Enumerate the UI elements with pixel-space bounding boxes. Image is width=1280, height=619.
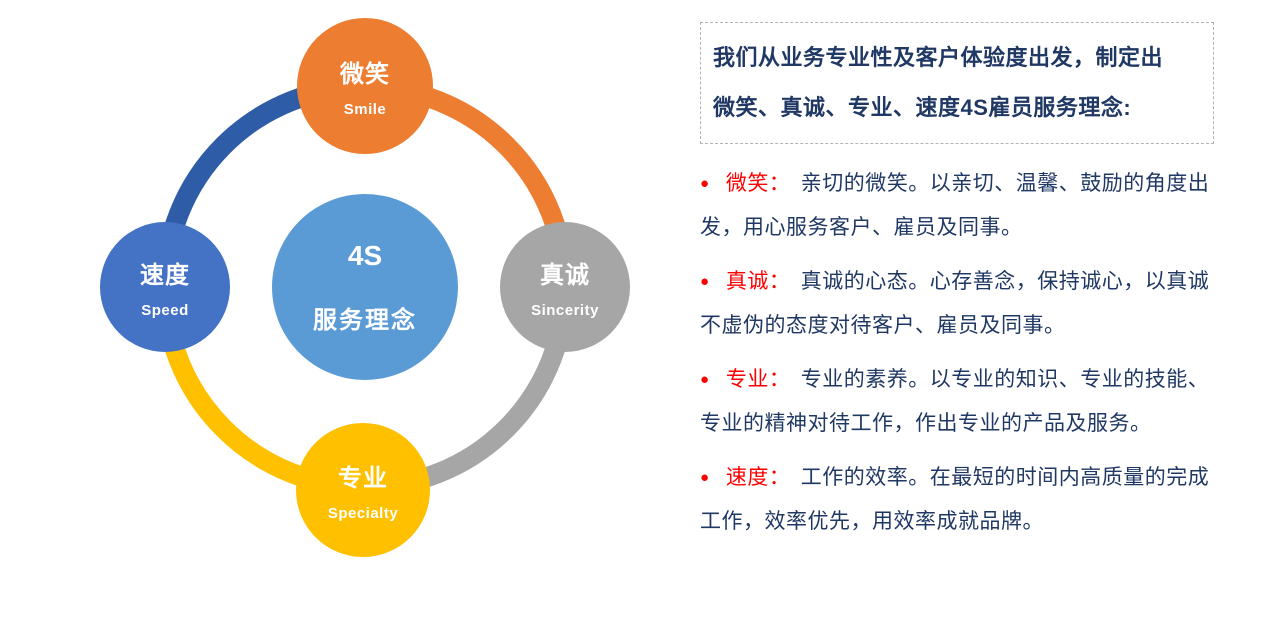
node-sincerity-label-en: Sincerity: [531, 302, 599, 319]
bullet-dot-icon: ●: [700, 469, 710, 486]
bullet-item-sincerity: ● 真诚： 真诚的心态。心存善念，保持诚心，以真诚不虚伪的态度对待客户、雇员及同…: [700, 260, 1214, 348]
bullet-keyword: 专业：: [725, 368, 791, 391]
4s-service-diagram: 4S 服务理念 微笑 Smile 真诚 Sincerity 专业 Special…: [100, 18, 630, 557]
bullet-text: 工作的效率。在最短的时间内高质量的完成工作，效率优先，用效率成就品牌。: [700, 466, 1210, 533]
intro-line-2: 微笑、真诚、专业、速度4S雇员服务理念:: [713, 95, 1132, 120]
node-specialty-label-zh: 专业: [338, 465, 388, 492]
bullet-dot-icon: ●: [700, 273, 710, 290]
node-speed: 速度 Speed: [100, 222, 230, 352]
center-node-title: 4S: [347, 239, 383, 271]
bullet-text: 真诚的心态。心存善念，保持诚心，以真诚不虚伪的态度对待客户、雇员及同事。: [700, 270, 1210, 337]
bullet-dot-icon: ●: [700, 371, 710, 388]
bullet-keyword: 真诚：: [725, 270, 791, 293]
bullet-text: 专业的素养。以专业的知识、专业的技能、专业的精神对待工作，作出专业的产品及服务。: [700, 368, 1210, 435]
bullet-keyword: 速度：: [725, 466, 791, 489]
node-smile: 微笑 Smile: [297, 18, 433, 154]
center-node-subtitle: 服务理念: [313, 306, 417, 334]
node-specialty-label-en: Specialty: [327, 505, 399, 522]
node-speed-label-zh: 速度: [140, 262, 190, 289]
node-sincerity: 真诚 Sincerity: [500, 222, 630, 352]
bullet-item-smile: ● 微笑： 亲切的微笑。以亲切、温馨、鼓励的角度出发，用心服务客户、雇员及同事。: [700, 162, 1214, 250]
bullet-keyword: 微笑：: [725, 172, 791, 195]
node-speed-label-en: Speed: [141, 302, 189, 319]
node-specialty: 专业 Specialty: [296, 423, 430, 557]
intro-box: 我们从业务专业性及客户体验度出发，制定出 微笑、真诚、专业、速度4S雇员服务理念…: [700, 22, 1214, 144]
bullet-text: 亲切的微笑。以亲切、温馨、鼓励的角度出发，用心服务客户、雇员及同事。: [700, 172, 1210, 239]
bullet-item-specialty: ● 专业： 专业的素养。以专业的知识、专业的技能、专业的精神对待工作，作出专业的…: [700, 358, 1214, 446]
bullet-list: ● 微笑： 亲切的微笑。以亲切、温馨、鼓励的角度出发，用心服务客户、雇员及同事。…: [700, 162, 1214, 544]
intro-line-1: 我们从业务专业性及客户体验度出发，制定出: [713, 45, 1164, 70]
node-smile-label-en: Smile: [343, 101, 387, 118]
bullet-item-speed: ● 速度： 工作的效率。在最短的时间内高质量的完成工作，效率优先，用效率成就品牌…: [700, 456, 1214, 544]
center-node: 4S 服务理念: [272, 194, 458, 380]
node-sincerity-label-zh: 真诚: [540, 262, 590, 289]
node-smile-label-zh: 微笑: [340, 61, 390, 88]
bullet-dot-icon: ●: [700, 175, 710, 192]
description-panel: 我们从业务专业性及客户体验度出发，制定出 微笑、真诚、专业、速度4S雇员服务理念…: [700, 22, 1214, 554]
